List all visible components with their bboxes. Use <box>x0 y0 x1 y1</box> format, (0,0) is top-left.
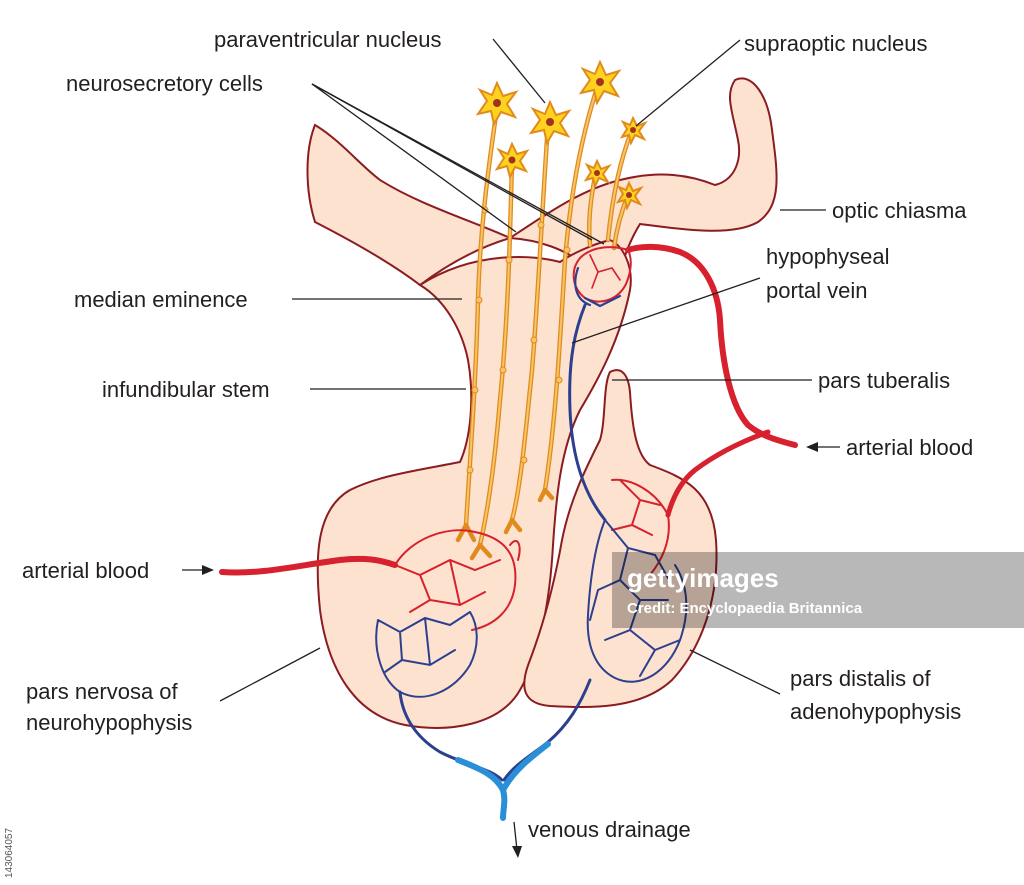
label-hypophyseal-portal-vein-line2: portal vein <box>766 278 868 303</box>
label-median-eminence: median eminence <box>74 287 248 312</box>
posterior-pituitary <box>316 238 632 729</box>
label-supraoptic-nucleus: supraoptic nucleus <box>744 31 927 56</box>
hypophyseal-portal-vein <box>568 303 607 522</box>
label-arterial-blood-right: arterial blood <box>846 435 973 460</box>
label-pars-distalis-line2: adenohypophysis <box>790 699 961 724</box>
inferior-hypophyseal-artery <box>219 555 398 576</box>
label-infundibular-stem: infundibular stem <box>102 377 270 402</box>
artery-branch-to-anterior <box>665 429 771 518</box>
neurosecretory-axons <box>455 82 635 561</box>
image-id-label: 143064057 <box>4 828 15 878</box>
pars-nervosa-plexus <box>375 529 521 698</box>
label-pars-nervosa-line2: neurohypophysis <box>26 710 192 735</box>
leader-lines <box>219 38 826 702</box>
watermark-credit: Credit: Encyclopaedia Britannica <box>627 600 863 617</box>
label-neurosecretory-cells: neurosecretory cells <box>66 71 263 96</box>
venous-drainage-arrow <box>512 821 522 858</box>
primary-capillary-plexus <box>572 246 632 308</box>
venous-drainage-vessels <box>398 678 592 821</box>
label-pars-nervosa-line1: pars nervosa of <box>26 679 179 704</box>
watermark-band <box>612 552 1024 628</box>
label-arterial-blood-left: arterial blood <box>22 558 149 583</box>
neurosecretory-cell-bodies <box>475 59 648 211</box>
label-optic-chiasma: optic chiasma <box>832 198 967 223</box>
label-venous-drainage: venous drainage <box>528 817 691 842</box>
secondary-capillary-plexus <box>586 478 688 683</box>
label-hypophyseal-portal-vein-line1: hypophyseal <box>766 244 890 269</box>
label-pars-tuberalis: pars tuberalis <box>818 368 950 393</box>
arterial-inflow-arrow-right <box>806 442 840 452</box>
arterial-inflow-arrow-left <box>182 565 214 575</box>
superior-hypophyseal-artery <box>625 243 798 448</box>
label-pars-distalis-line1: pars distalis of <box>790 666 932 691</box>
watermark-brand: gettyimages <box>627 563 779 593</box>
watermark: gettyimages Credit: Encyclopaedia Britan… <box>612 552 1024 628</box>
label-paraventricular-nucleus: paraventricular nucleus <box>214 27 441 52</box>
